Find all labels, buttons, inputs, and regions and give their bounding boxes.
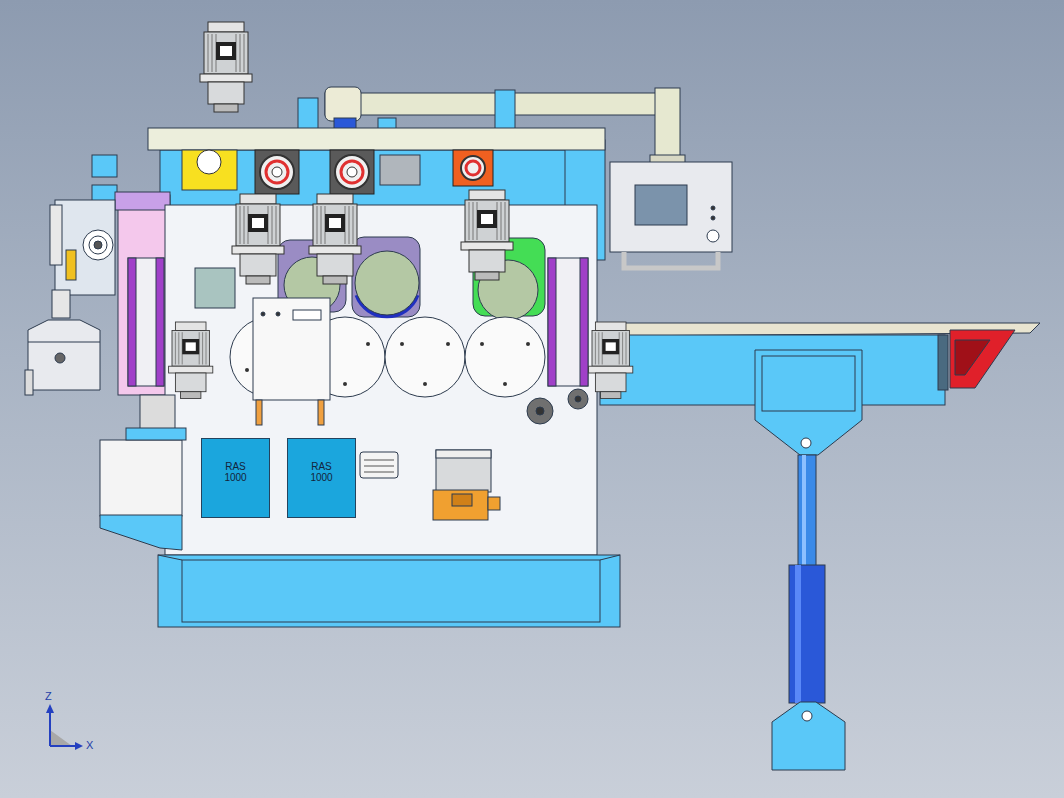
frame [92, 128, 620, 627]
label-box: RAS 1000 [287, 438, 356, 518]
front-parts [360, 450, 500, 520]
hopper-stand [755, 350, 862, 770]
component-label: RAS 1000 [220, 461, 252, 483]
electric-box [253, 298, 330, 425]
left-feeder [25, 200, 115, 395]
control-panel [610, 162, 732, 268]
axis-triad [46, 704, 83, 750]
axis-label: X [86, 739, 93, 751]
drives [169, 22, 633, 399]
label-box: RAS 1000 [201, 438, 270, 518]
component-label: RAS 1000 [306, 461, 338, 483]
axis-label: Z [45, 690, 52, 702]
